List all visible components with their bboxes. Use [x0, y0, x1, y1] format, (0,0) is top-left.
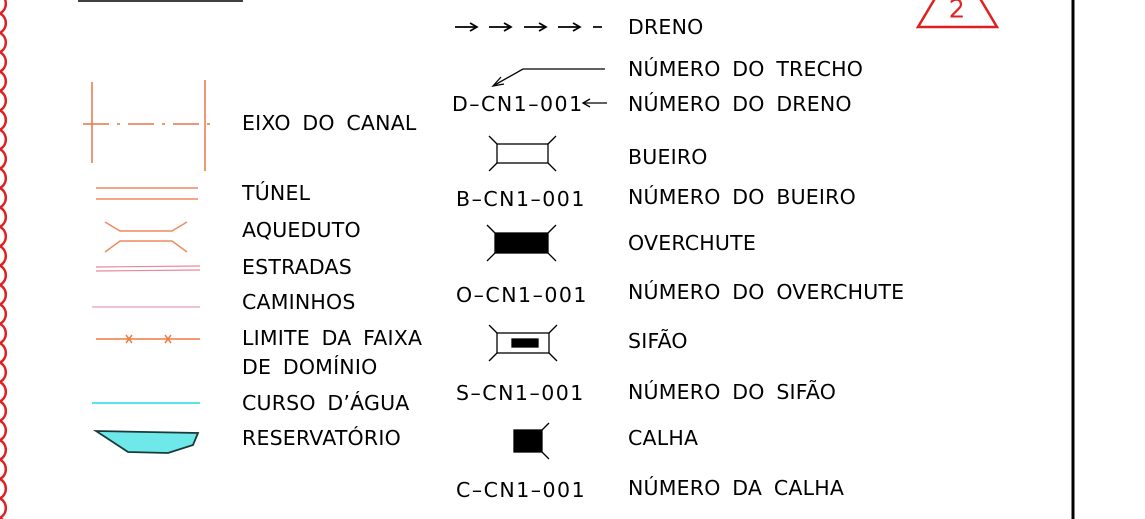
label-bueiro: BUEIRO	[628, 145, 708, 169]
label-aqueduto: AQUEDUTO	[242, 218, 361, 242]
leader-numero-dreno	[581, 98, 607, 108]
symbol-sifao	[488, 324, 558, 362]
symbol-dreno	[455, 22, 602, 32]
label-calha: CALHA	[628, 426, 699, 450]
code-dreno: D–CN1–001	[452, 92, 584, 116]
label-overchute: OVERCHUTE	[628, 231, 756, 255]
code-overchute: O–CN1–001	[456, 283, 588, 307]
code-bueiro: B–CN1–001	[456, 187, 586, 211]
label-numero-overchute: NÚMERO DO OVERCHUTE	[628, 280, 905, 304]
revision-triangle: 2	[915, 0, 1000, 29]
label-numero-dreno: NÚMERO DO DRENO	[628, 92, 852, 116]
symbol-overchute	[486, 224, 557, 262]
symbol-estradas	[95, 265, 201, 272]
label-limite-faixa-line2: DE DOMÍNIO	[242, 355, 378, 379]
leader-numero-trecho	[491, 68, 605, 87]
symbol-reservatorio	[92, 430, 200, 454]
symbol-eixo-canal	[83, 80, 215, 171]
label-numero-trecho: NÚMERO DO TRECHO	[628, 57, 864, 81]
label-tunel: TÚNEL	[242, 181, 311, 205]
label-eixo-canal: EIXO DO CANAL	[242, 111, 417, 135]
label-curso-agua: CURSO D’ÁGUA	[242, 391, 410, 415]
label-caminhos: CAMINHOS	[242, 290, 356, 314]
revision-cloud	[0, 0, 7, 519]
symbol-limite-faixa	[96, 334, 200, 344]
symbol-calha	[513, 422, 550, 460]
label-numero-calha: NÚMERO DA CALHA	[628, 476, 845, 500]
label-numero-sifao: NÚMERO DO SIFÃO	[628, 380, 837, 404]
code-calha: C–CN1–001	[456, 478, 587, 502]
label-dreno: DRENO	[628, 15, 704, 39]
label-numero-bueiro: NÚMERO DO BUEIRO	[628, 185, 856, 209]
symbol-tunel	[96, 187, 198, 200]
symbol-aqueduto	[104, 221, 188, 253]
code-sifao: S–CN1–001	[456, 381, 585, 405]
label-limite-faixa: LIMITE DA FAIXA	[242, 326, 423, 350]
symbol-bueiro	[488, 135, 557, 172]
revision-number: 2	[949, 0, 964, 23]
label-estradas: ESTRADAS	[242, 255, 352, 279]
label-sifao: SIFÃO	[628, 329, 688, 353]
label-reservatorio: RESERVATÓRIO	[242, 426, 401, 450]
